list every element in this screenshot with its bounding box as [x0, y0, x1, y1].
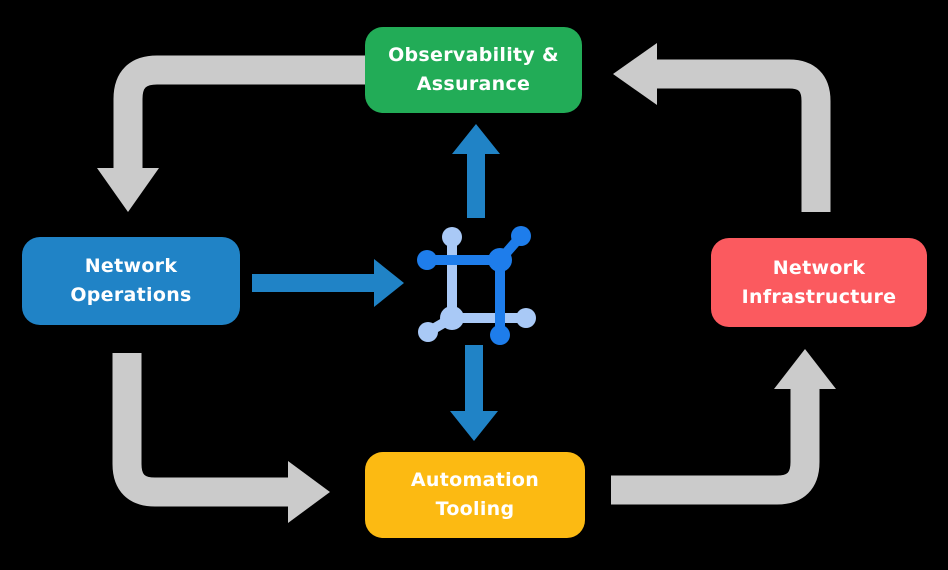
arrow-automation-to-infrastructure [611, 349, 836, 505]
node-label-line: Operations [70, 284, 192, 306]
arrow-hub-to-observability [452, 124, 500, 218]
arrow-observability-to-operations [97, 55, 365, 212]
network-nodes-icon [417, 226, 536, 345]
node-label-line: Automation [410, 469, 540, 491]
arrow-hub-to-automation [450, 345, 498, 441]
arrow-infrastructure-to-observability [613, 43, 831, 212]
arrow-operations-to-hub [252, 259, 404, 307]
network-icon-dark-branch [417, 226, 531, 345]
node-label-line: Infrastructure [741, 285, 897, 308]
arrow-operations-to-automation [112, 353, 330, 523]
node-network-operations: Network Operations [22, 237, 240, 325]
node-label-line: Network [84, 255, 178, 277]
node-label-line: Network [772, 256, 866, 279]
node-label-line: Observability & [388, 44, 559, 66]
node-label-line: Tooling [435, 498, 515, 520]
node-label-line: Assurance [416, 73, 531, 95]
node-observability-assurance: Observability & Assurance [365, 27, 582, 113]
node-automation-tooling: Automation Tooling [365, 452, 585, 538]
node-network-infrastructure: Network Infrastructure [711, 238, 927, 327]
